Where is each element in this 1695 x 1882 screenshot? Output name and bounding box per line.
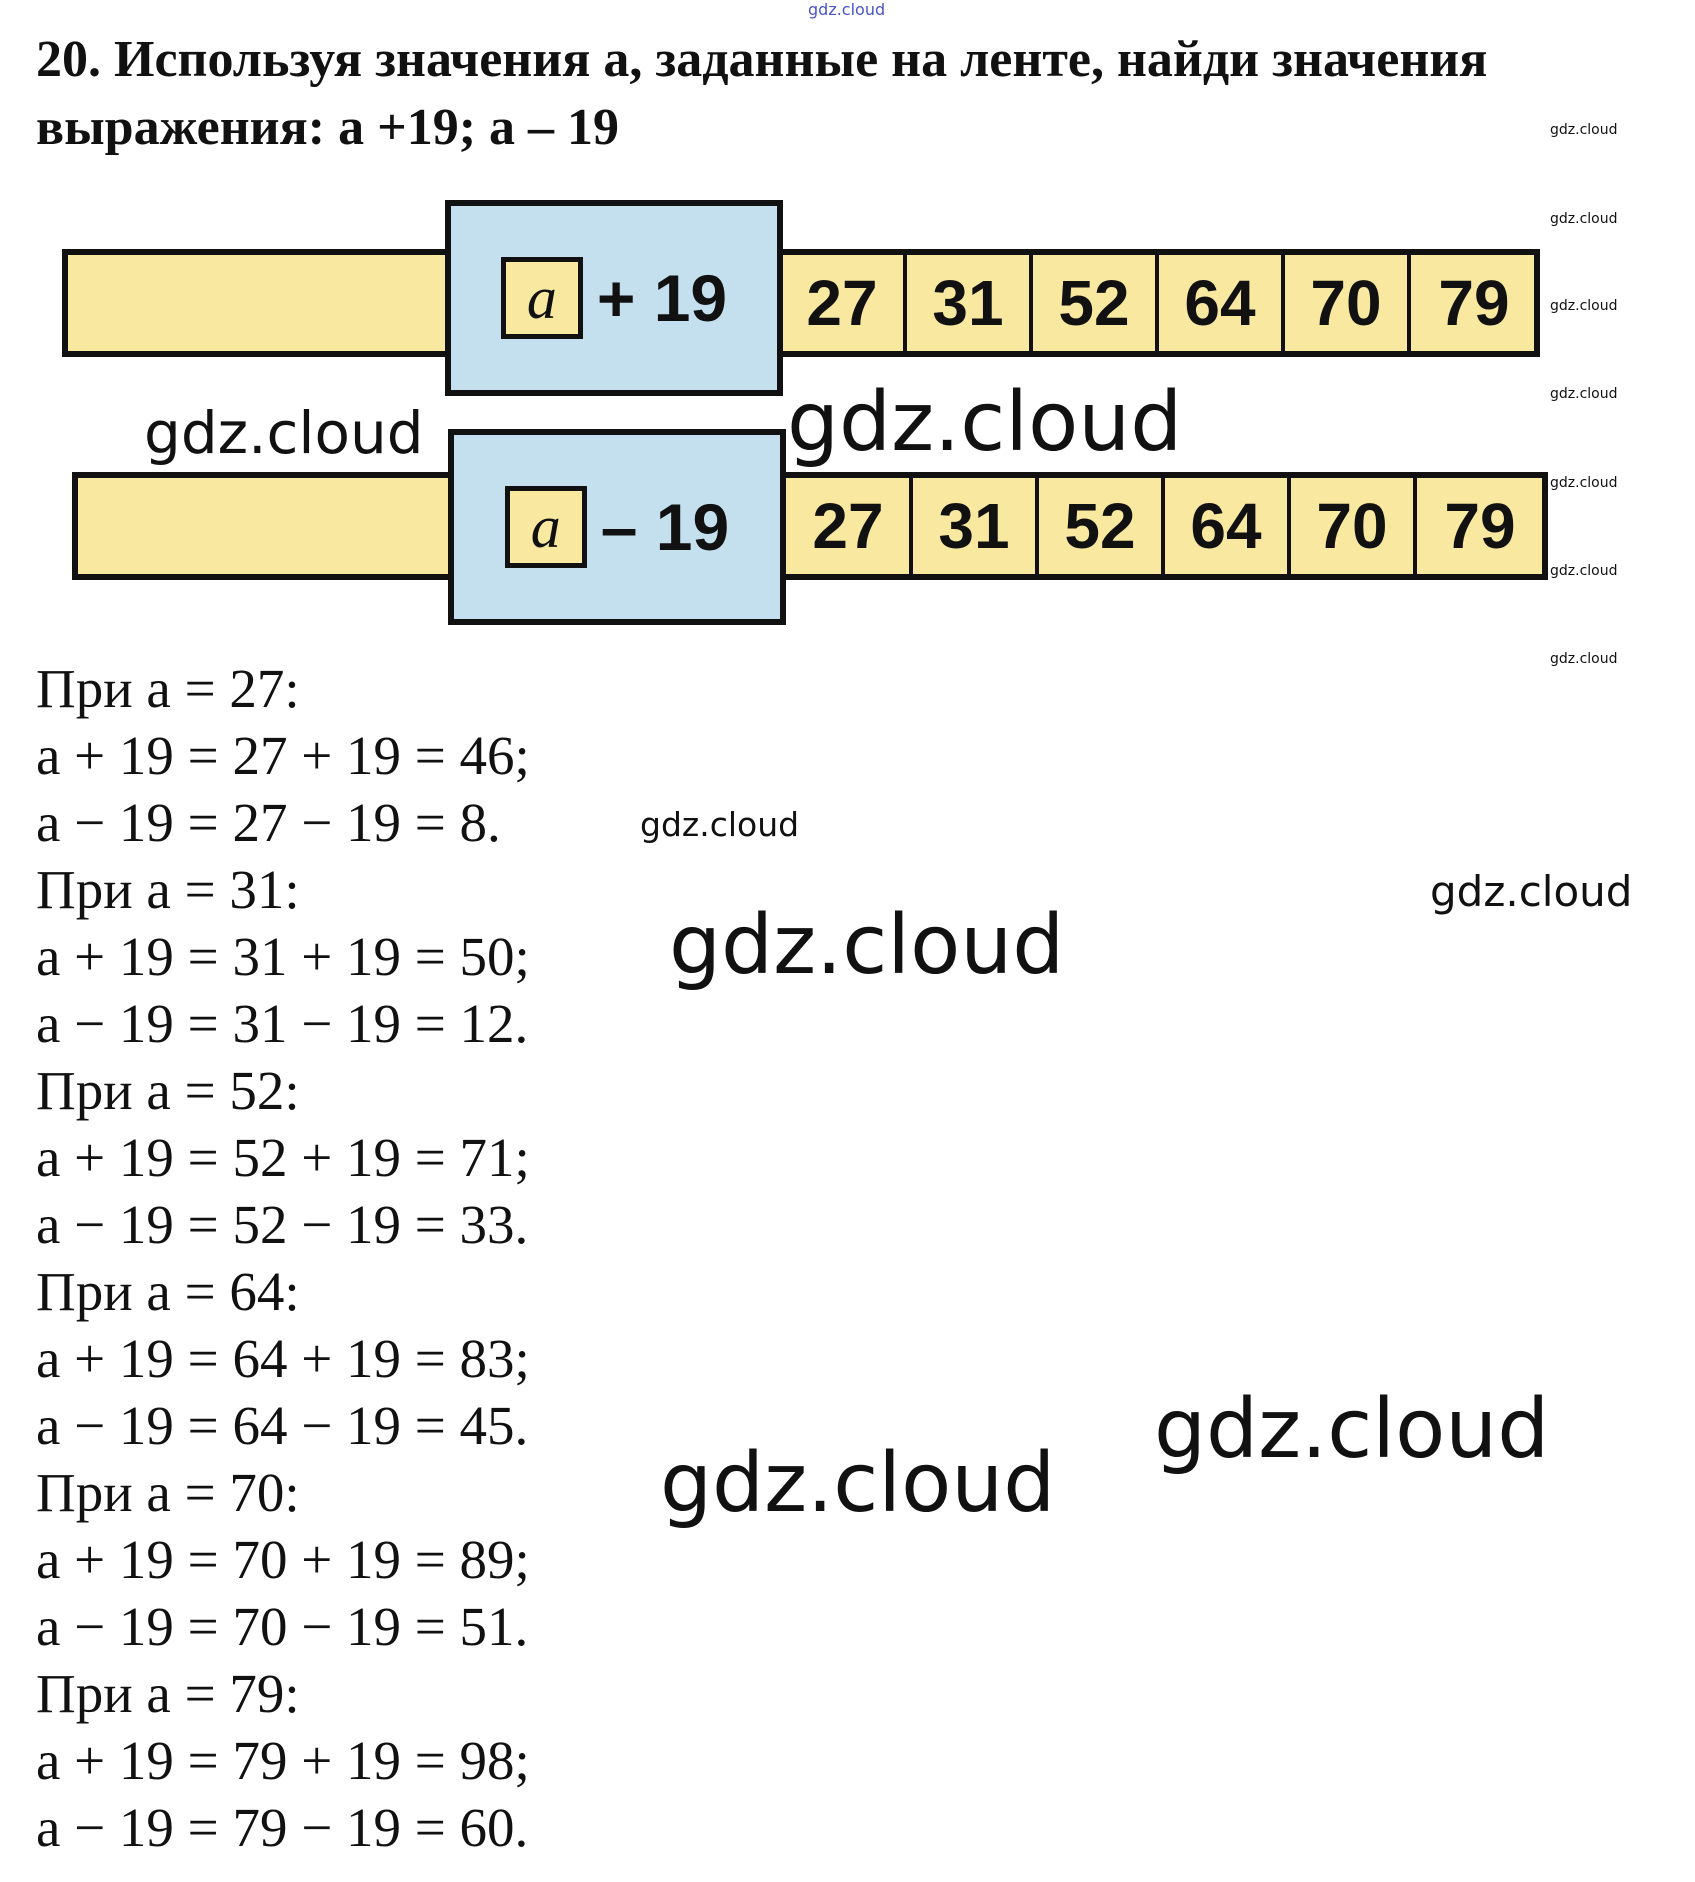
watermark: gdz.cloud [787, 375, 1183, 470]
solution-line: а + 19 = 52 + 19 = 71; [36, 1127, 530, 1188]
expression-box-plus: a + 19 [445, 200, 783, 396]
solution-line: а + 19 = 31 + 19 = 50; [36, 926, 530, 987]
task-title-line1: 20. Используя значения а, заданные на ле… [36, 31, 1488, 88]
tape-cell: 64 [1165, 478, 1291, 574]
tape-cell: 64 [1159, 255, 1285, 351]
tape-cell: 79 [1438, 267, 1510, 339]
watermark: gdz.cloud [669, 898, 1065, 993]
tape-cell: 27 [781, 255, 907, 351]
watermark: gdz.cloud [808, 0, 886, 19]
case-heading: При а = 79: [36, 1663, 300, 1724]
watermark: gdz.cloud [660, 1436, 1056, 1531]
watermark: gdz.cloud [144, 399, 424, 467]
tape-2-cells: 27 31 52 64 70 79 [787, 478, 1543, 574]
case-heading: При а = 52: [36, 1060, 300, 1121]
solution-line: а − 19 = 31 − 19 = 12. [36, 993, 529, 1054]
watermark: gdz.cloud [1550, 211, 1618, 227]
tape-cell: 27 [787, 478, 913, 574]
tape-cell: 31 [913, 478, 1039, 574]
solution-line: а + 19 = 79 + 19 = 98; [36, 1730, 530, 1791]
expression-box-minus: a – 19 [448, 429, 786, 625]
watermark: gdz.cloud [1430, 867, 1633, 916]
watermark: gdz.cloud [1550, 122, 1618, 138]
tape-2 [72, 472, 1548, 580]
solution-line: а + 19 = 27 + 19 = 46; [36, 725, 530, 786]
tape-cell: 70 [1291, 478, 1417, 574]
tape-cell: 31 [907, 255, 1033, 351]
watermark: gdz.cloud [1550, 386, 1618, 402]
watermark: gdz.cloud [1550, 651, 1618, 667]
solution-line: а + 19 = 64 + 19 = 83; [36, 1328, 530, 1389]
solution-line: а − 19 = 70 − 19 = 51. [36, 1596, 529, 1657]
case-heading: При а = 27: [36, 658, 300, 719]
case-heading: При а = 31: [36, 859, 300, 920]
tape-1 [62, 249, 1540, 357]
tape-cell: 52 [1033, 255, 1159, 351]
operation: – 19 [600, 490, 730, 564]
watermark: gdz.cloud [1550, 563, 1618, 579]
solution-line: а − 19 = 64 − 19 = 45. [36, 1395, 529, 1456]
tape-cell: 52 [1039, 478, 1165, 574]
watermark: gdz.cloud [1154, 1382, 1550, 1477]
tape-1-cells: 27 31 52 64 70 79 [781, 255, 1537, 351]
watermark: gdz.cloud [640, 805, 800, 844]
variable-box: a [504, 486, 587, 568]
variable-box: a [500, 257, 583, 339]
task-title-line2: выражения: а +19; а – 19 [36, 99, 620, 156]
tape-cell: 79 [1444, 490, 1516, 562]
operation: + 19 [596, 261, 728, 335]
solution-line: а + 19 = 70 + 19 = 89; [36, 1529, 530, 1590]
case-heading: При а = 64: [36, 1261, 300, 1322]
tape-cell: 70 [1285, 255, 1411, 351]
solution-line: а − 19 = 52 − 19 = 33. [36, 1194, 529, 1255]
watermark: gdz.cloud [1550, 475, 1618, 491]
case-heading: При а = 70: [36, 1462, 300, 1523]
solution-line: а − 19 = 79 − 19 = 60. [36, 1797, 529, 1858]
watermark: gdz.cloud [1550, 298, 1618, 314]
solution-line: а − 19 = 27 − 19 = 8. [36, 792, 501, 853]
